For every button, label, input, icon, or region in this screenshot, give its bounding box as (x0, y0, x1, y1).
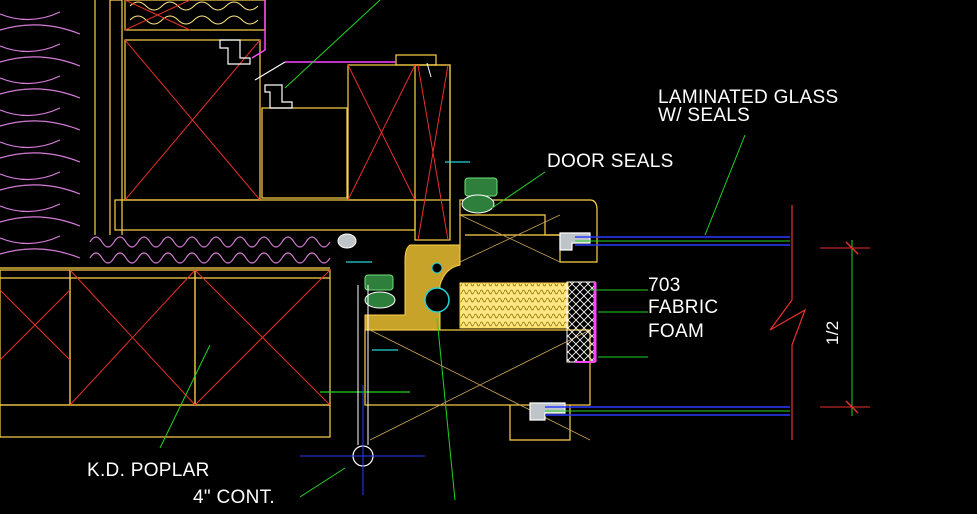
label-laminated-glass: LAMINATED GLASS (658, 87, 838, 108)
laminated-glass (545, 236, 790, 416)
dimension-text: 1/2 (823, 320, 842, 345)
label-laminated-glass-seals: W/ SEALS (658, 105, 750, 126)
trim-line (251, 0, 396, 63)
wall-insulation (0, 11, 81, 259)
door-edge-moulding (364, 244, 461, 331)
frame-detail (426, 62, 432, 78)
sill-insulation (89, 236, 331, 264)
frame-cross-marks (369, 214, 591, 441)
center-mark (300, 285, 425, 495)
label-fabric: FABRIC (648, 297, 718, 318)
fasteners (320, 161, 470, 393)
leader-lines (159, 0, 746, 501)
fabric-panel (566, 281, 597, 363)
glass-edge (545, 240, 790, 412)
label-foam: FOAM (648, 321, 704, 342)
wood-cross-marks (0, 0, 449, 406)
break-line (769, 205, 807, 440)
label-door-seals: DOOR SEALS (547, 151, 674, 172)
label-703: 703 (648, 275, 681, 296)
door-seals-gaskets (337, 177, 498, 309)
label-4in-cont: 4" CONT. (193, 487, 275, 508)
foam-block (459, 282, 569, 329)
header-insulation (129, 1, 259, 25)
label-kd-poplar: K.D. POPLAR (87, 460, 210, 481)
metal-bracket (219, 39, 293, 109)
dimension-line (820, 240, 870, 416)
